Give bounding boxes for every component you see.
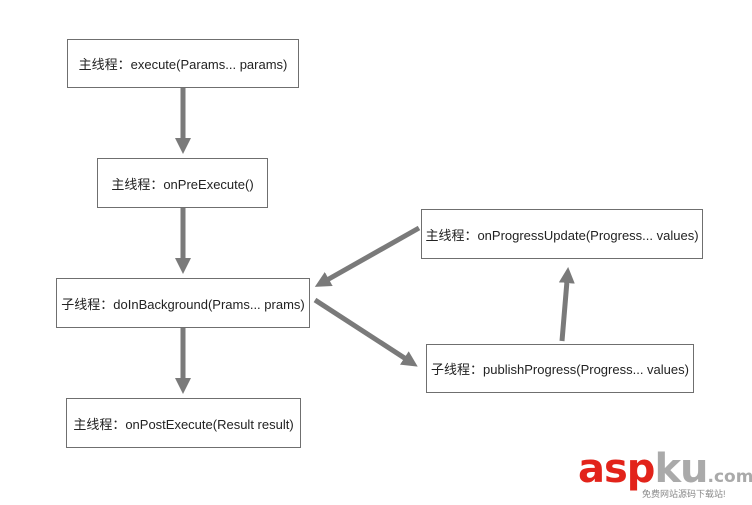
node-pre-execute: 主线程：onPreExecute() [97, 158, 268, 208]
node-execute: 主线程：execute(Params... params) [67, 39, 299, 88]
watermark-tagline: 免费网站源码下载站! [642, 489, 726, 499]
arrow-publishprogress-to-progressupdate [558, 267, 575, 342]
node-progress-update: 主线程：onProgressUpdate(Progress... values) [421, 209, 703, 259]
arrow-progressupdate-to-doinbackground [314, 225, 421, 287]
node-do-in-background: 子线程：doInBackground(Prams... prams) [56, 278, 310, 328]
node-publish-progress: 子线程：publishProgress(Progress... values) [426, 344, 694, 393]
watermark-logo: aspku.com 免费网站源码下载站! [578, 446, 752, 502]
watermark-wordmark: aspku.com [578, 446, 752, 492]
arrow-doinbackground-to-publishprogress [313, 297, 418, 367]
node-post-execute: 主线程：onPostExecute(Result result) [66, 398, 301, 448]
